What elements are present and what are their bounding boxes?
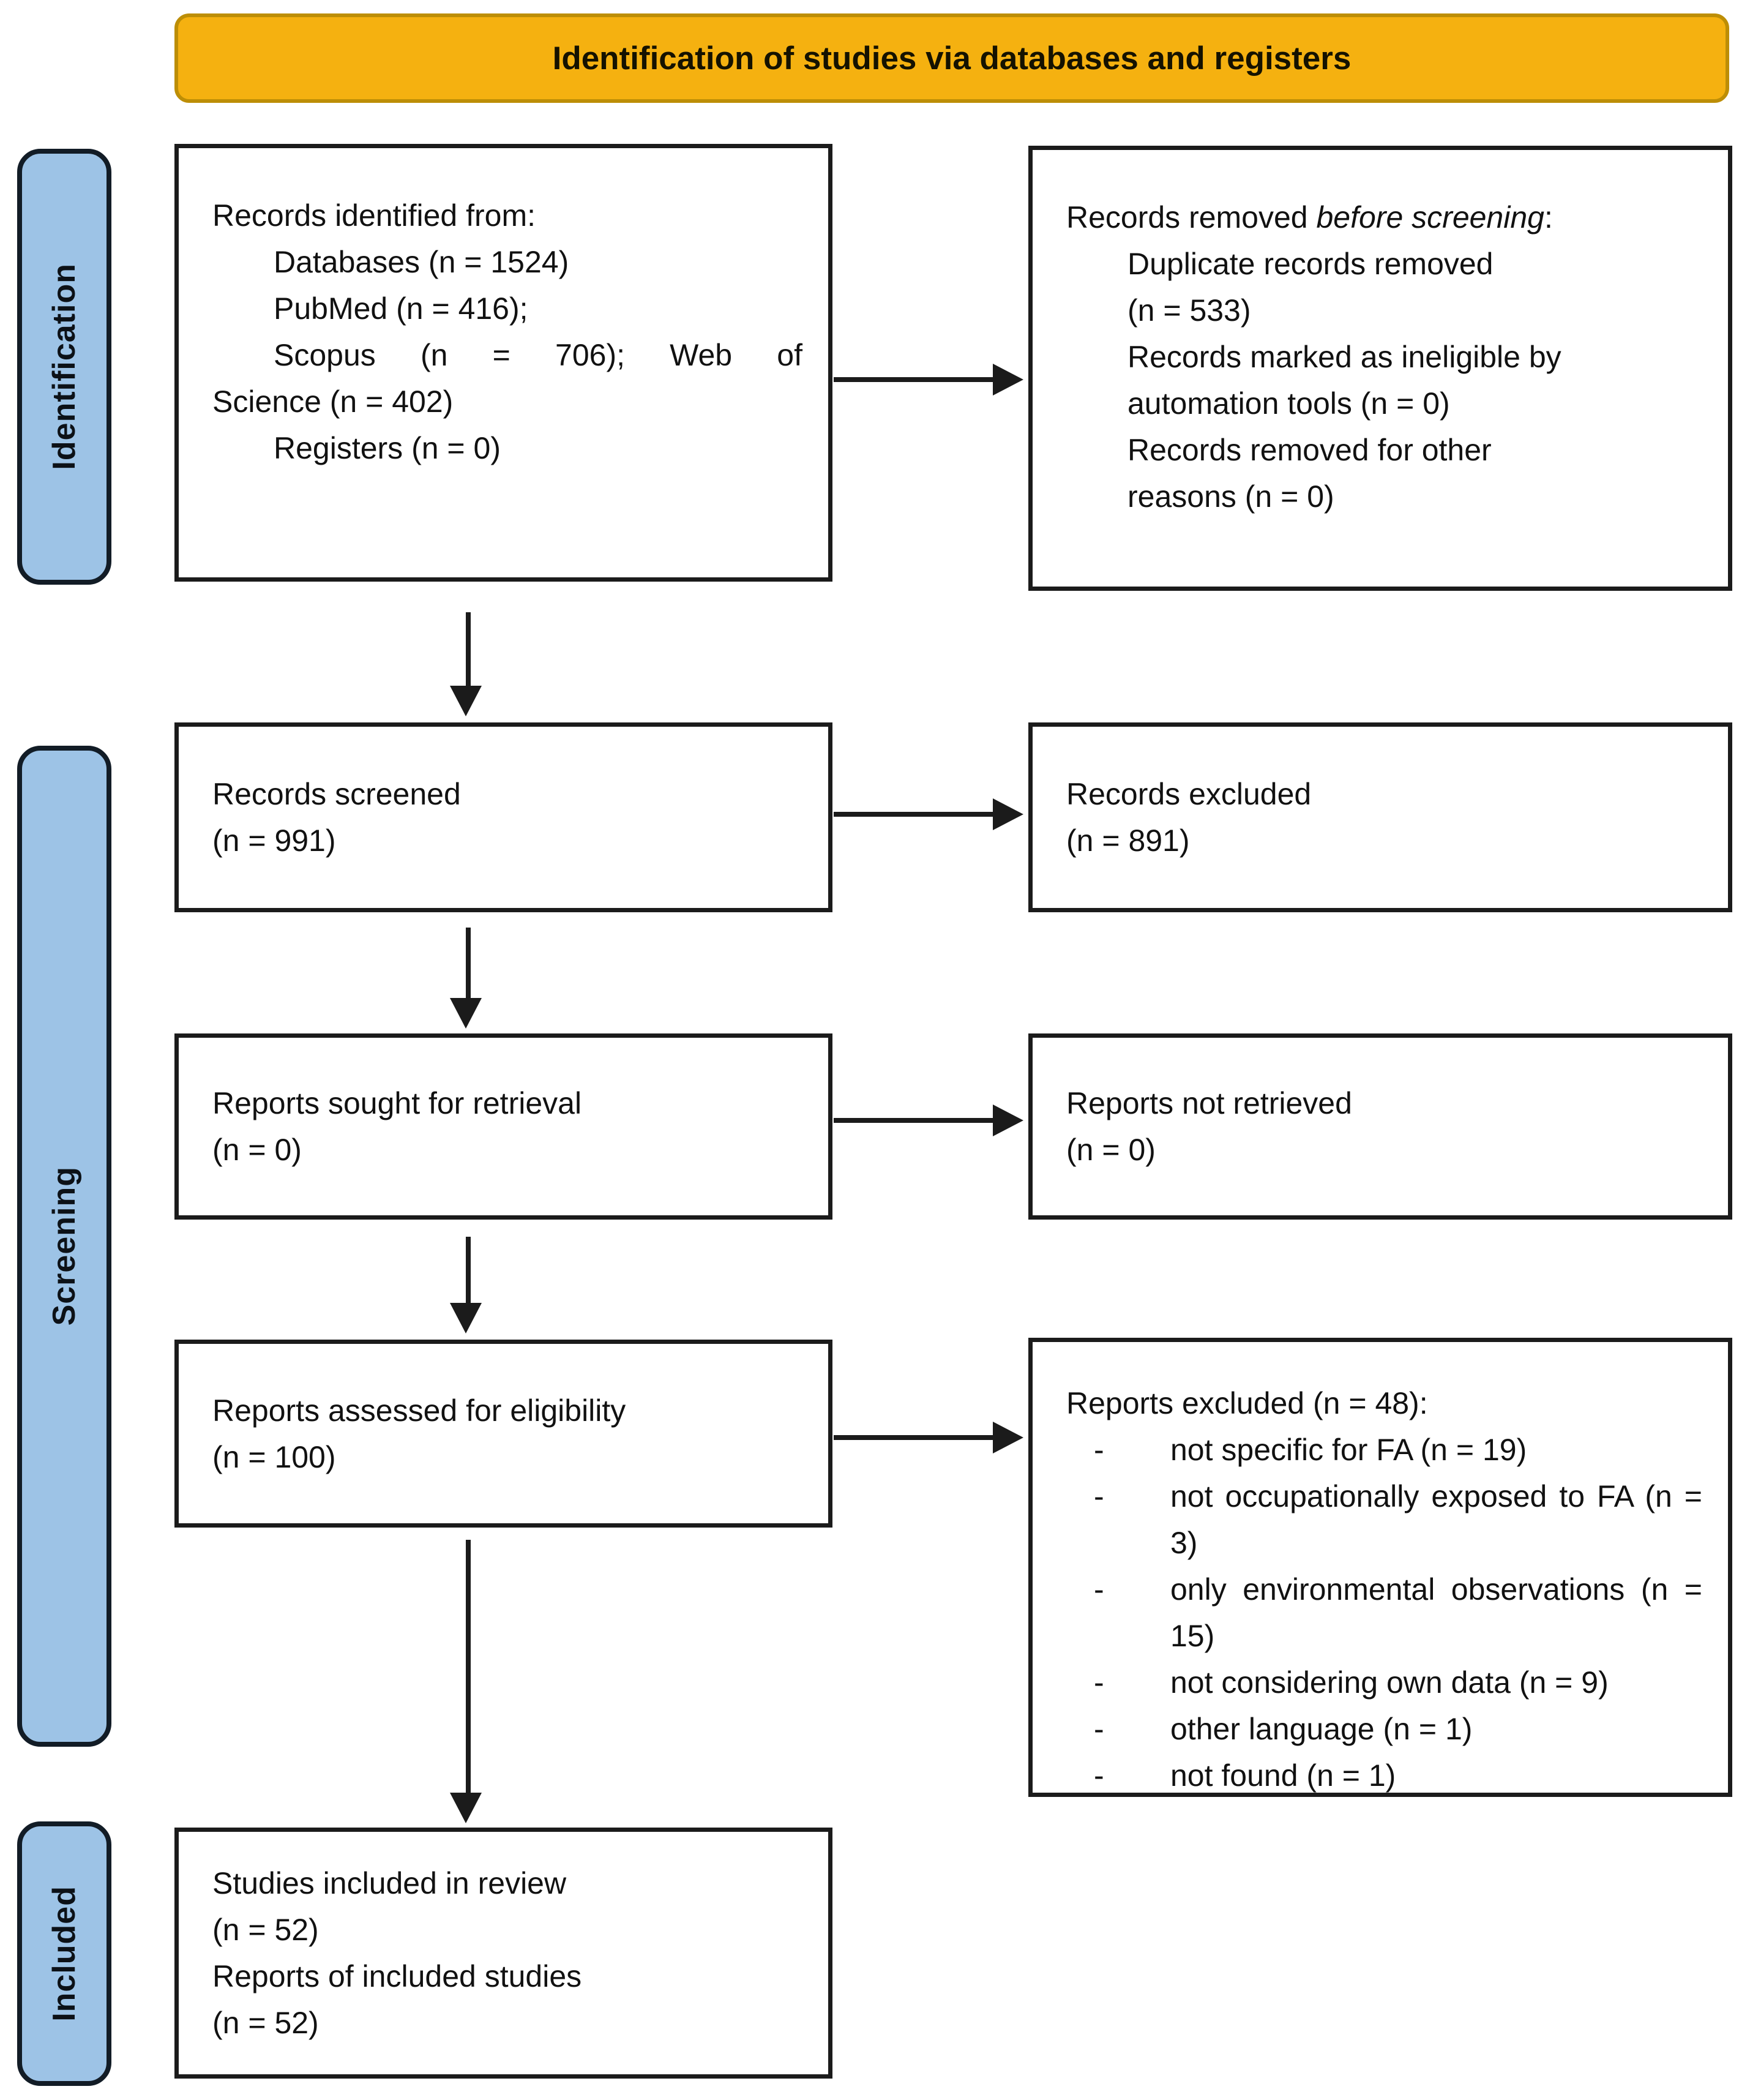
excluded-reason-item: - other language (n = 1) [1066, 1706, 1702, 1752]
arrow-line [466, 1237, 471, 1307]
excluded-reason-text: other language (n = 1) [1170, 1712, 1473, 1746]
bullet-dash: - [1094, 1433, 1104, 1467]
arrow-line [466, 612, 471, 689]
arrow-head-down-icon [450, 1793, 482, 1823]
bullet-dash: - [1094, 1479, 1104, 1513]
ineligible-automation-label: Records marked as ineligible by [1127, 340, 1561, 374]
records-excluded-label: Records excluded [1066, 777, 1312, 811]
arrow-line [834, 1118, 997, 1123]
other-reasons-label: Records removed for other [1127, 433, 1492, 467]
arrow-head-down-icon [450, 1303, 482, 1333]
reports-assessed-count: (n = 100) [212, 1439, 336, 1474]
arrow-head-right-icon [993, 798, 1023, 830]
banner-title: Identification of studies via databases … [174, 13, 1729, 103]
records-identified-science: Science (n = 402) [212, 384, 454, 419]
reports-sought-label: Reports sought for retrieval [212, 1086, 582, 1120]
arrow-line [834, 1435, 997, 1440]
arrow-head-right-icon [993, 1104, 1023, 1136]
excluded-reason-text: not found (n = 1) [1170, 1758, 1396, 1793]
records-identified-databases: Databases (n = 1524) [274, 245, 569, 279]
reports-included-count: (n = 52) [212, 2006, 319, 2040]
excluded-reason-item: - not occupationally exposed to FA (n = … [1066, 1473, 1702, 1566]
arrow-line [834, 377, 997, 382]
excluded-reason-item: - not found (n = 1) [1066, 1752, 1702, 1799]
stage-included-label: Included [47, 1886, 82, 2022]
studies-included-label: Studies included in review [212, 1866, 567, 1900]
stage-included: Included [17, 1821, 111, 2086]
box-reports-not-retrieved: Reports not retrieved (n = 0) [1028, 1033, 1732, 1220]
arrow-head-down-icon [450, 998, 482, 1029]
other-reasons-count: reasons (n = 0) [1127, 479, 1334, 514]
bullet-dash: - [1094, 1712, 1104, 1746]
box-reports-excluded: Reports excluded (n = 48): - not specifi… [1028, 1338, 1732, 1797]
bullet-dash: - [1094, 1572, 1104, 1607]
records-identified-registers: Registers (n = 0) [274, 431, 501, 465]
box-studies-included: Studies included in review (n = 52) Repo… [174, 1828, 832, 2079]
bullet-dash: - [1094, 1758, 1104, 1793]
excluded-reason-text: not specific for FA (n = 19) [1170, 1433, 1527, 1467]
box-records-identified: Records identified from: Databases (n = … [174, 144, 832, 582]
excluded-reason-text: not considering own data (n = 9) [1170, 1665, 1609, 1700]
reports-not-retrieved-label: Reports not retrieved [1066, 1086, 1352, 1120]
arrow-line [466, 928, 471, 1001]
reports-assessed-label: Reports assessed for eligibility [212, 1393, 626, 1428]
records-removed-title-prefix: Records removed [1066, 200, 1317, 234]
arrow-head-right-icon [993, 364, 1023, 396]
records-identified-scopus: Scopus (n = 706); Web of [274, 338, 802, 372]
studies-included-count: (n = 52) [212, 1913, 319, 1947]
stage-identification-label: Identification [47, 263, 82, 470]
excluded-reason-text: not occupationally exposed to FA (n = 3) [1170, 1479, 1702, 1560]
stage-identification: Identification [17, 149, 111, 585]
records-excluded-count: (n = 891) [1066, 823, 1190, 858]
stage-screening: Screening [17, 746, 111, 1747]
ineligible-automation-count: automation tools (n = 0) [1127, 386, 1450, 421]
arrow-head-right-icon [993, 1422, 1023, 1453]
stage-screening-label: Screening [47, 1166, 82, 1326]
records-identified-title: Records identified from: [212, 198, 536, 233]
records-screened-count: (n = 991) [212, 823, 336, 858]
records-identified-pubmed: PubMed (n = 416); [274, 291, 528, 326]
excluded-reason-item: - only environmental observations (n = 1… [1066, 1566, 1702, 1659]
reports-not-retrieved-count: (n = 0) [1066, 1133, 1156, 1167]
excluded-reason-item: - not considering own data (n = 9) [1066, 1659, 1702, 1706]
box-reports-assessed: Reports assessed for eligibility (n = 10… [174, 1340, 832, 1528]
box-reports-sought: Reports sought for retrieval (n = 0) [174, 1033, 832, 1220]
records-screened-label: Records screened [212, 777, 461, 811]
records-removed-title-suffix: : [1544, 200, 1553, 234]
box-records-removed: Records removed before screening: Duplic… [1028, 146, 1732, 591]
reports-excluded-title: Reports excluded (n = 48): [1066, 1386, 1428, 1420]
reports-included-label: Reports of included studies [212, 1959, 582, 1993]
duplicates-removed-label: Duplicate records removed [1127, 247, 1494, 281]
reports-sought-count: (n = 0) [212, 1133, 302, 1167]
records-removed-title-italic: before screening [1316, 200, 1544, 234]
box-records-excluded: Records excluded (n = 891) [1028, 722, 1732, 912]
arrow-line [466, 1540, 471, 1796]
arrow-head-down-icon [450, 686, 482, 716]
excluded-reason-item: - not specific for FA (n = 19) [1066, 1427, 1702, 1473]
excluded-reason-text: only environmental observations (n = 15) [1170, 1572, 1702, 1653]
banner-title-text: Identification of studies via databases … [552, 40, 1352, 77]
bullet-dash: - [1094, 1665, 1104, 1700]
duplicates-removed-count: (n = 533) [1127, 293, 1251, 328]
arrow-line [834, 812, 997, 817]
records-removed-title: Records removed before screening: [1066, 194, 1702, 241]
box-records-screened: Records screened (n = 991) [174, 722, 832, 912]
